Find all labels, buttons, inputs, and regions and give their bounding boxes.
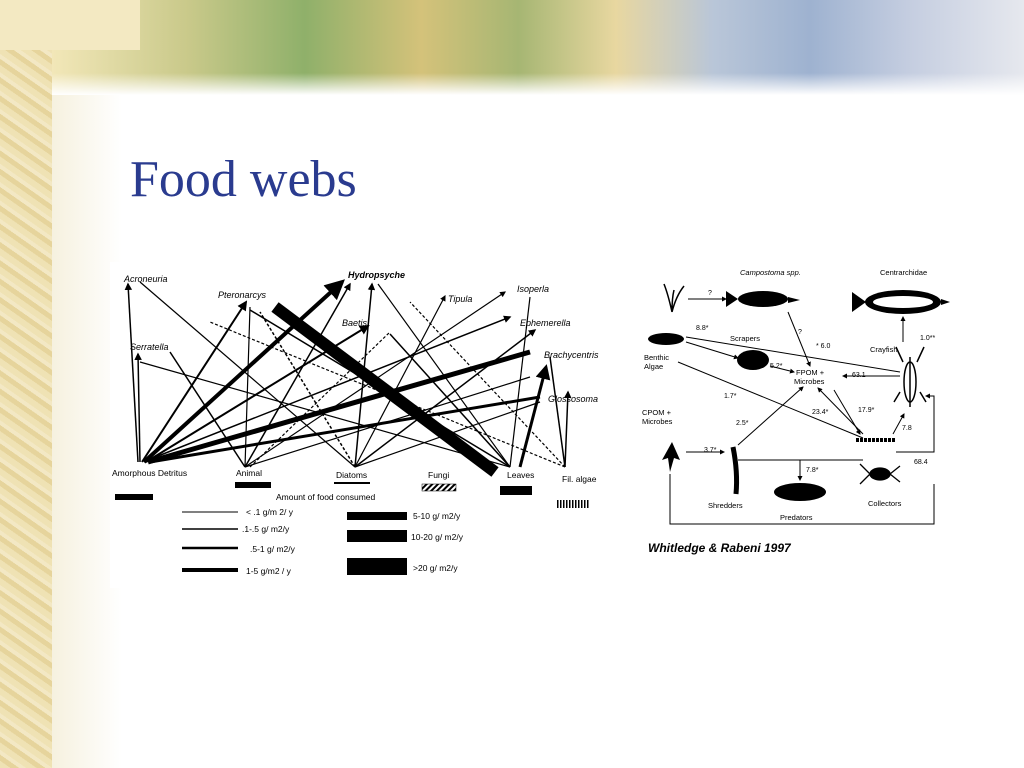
plant-icon (663, 283, 685, 313)
value-6: 63.1 (852, 372, 866, 379)
value-8: 1.7* (724, 393, 737, 400)
label-glossosoma: Glossosoma (548, 394, 598, 404)
label-hydropsyche: Hydropsyche (348, 270, 405, 280)
legend-item-3: .5-1 g/ m2/y (250, 544, 296, 554)
shredder-larva-icon (730, 446, 740, 495)
fish-centrarchidae-icon (852, 290, 950, 314)
value-5: 5.2* (770, 363, 783, 370)
decorative-top-banner (52, 0, 1024, 95)
label-diatoms: Diatoms (336, 470, 367, 480)
fil-algae-bar (557, 500, 589, 508)
label-benthic-algae-2: Algae (644, 362, 663, 371)
label-centrarchidae: Centrarchidae (880, 268, 927, 277)
value-13: 3.7* (704, 447, 717, 454)
fish-campostoma-icon (726, 291, 800, 307)
legend-item-5: 5-10 g/ m2/y (413, 511, 461, 521)
value-15: 68.4 (914, 459, 928, 466)
value-4: * 6.0 (816, 343, 831, 350)
label-benthic-algae-1: Benthic (644, 353, 669, 362)
label-cpom-2: Microbes (642, 417, 673, 426)
label-acroneuria: Acroneuria (123, 274, 168, 284)
flow-arrows (124, 279, 572, 477)
value-1: ? (708, 290, 712, 297)
value-2: 8.8* (696, 325, 709, 332)
label-tipula: Tipula (448, 294, 472, 304)
value-11: 17.9* (858, 407, 875, 414)
label-amorphous-detritus: Amorphous Detritus (112, 468, 187, 478)
leaf-icon (662, 442, 680, 472)
label-leaves: Leaves (507, 470, 534, 480)
crayfish-icon (893, 346, 927, 407)
label-pteronarcys: Pteronarcys (218, 290, 267, 300)
legend-title: Amount of food consumed (276, 492, 376, 502)
label-baetis: Baetis (342, 318, 368, 328)
right-flow-arrows (669, 296, 935, 525)
scraper-snail-icon (737, 350, 769, 370)
label-fpom-2: Microbes (794, 377, 825, 386)
label-fpom-1: FPOM + (796, 368, 825, 377)
label-crayfish: Crayfish (870, 345, 898, 354)
legend-item-2: .1-.5 g/ m2/y (242, 524, 290, 534)
legend-item-1: < .1 g/m 2/ y (246, 507, 294, 517)
citation: Whitledge & Rabeni 1997 (648, 541, 792, 555)
diatoms-bar (334, 482, 370, 484)
label-fungi: Fungi (428, 470, 449, 480)
value-12: 7.8 (902, 425, 912, 432)
leaves-bar (500, 486, 532, 495)
value-10: 23.4* (812, 409, 829, 416)
legend-item-4: 1-5 g/m2 / y (246, 566, 292, 576)
label-brachycentris: Brachycentris (544, 350, 599, 360)
label-animal: Animal (236, 468, 262, 478)
value-9: 2.5* (736, 420, 749, 427)
label-predators: Predators (780, 513, 813, 522)
value-7: 1.0** (920, 335, 935, 342)
label-isoperla: Isoperla (517, 284, 549, 294)
animal-bar (235, 482, 271, 488)
decorative-top-corner (0, 0, 140, 50)
label-campostoma: Campostoma spp. (740, 268, 801, 277)
flow-values: ? 8.8* ? * 6.0 5.2* 63.1 1.0** 1.7* 2.5*… (696, 290, 935, 474)
value-14: 7.8* (806, 467, 819, 474)
label-serratella: Serratella (130, 342, 169, 352)
left-food-web-diagram: Acroneuria Pteronarcys Hydropsyche Tipul… (110, 262, 610, 588)
collector-mayfly-icon (859, 463, 901, 485)
value-3: ? (798, 329, 802, 336)
predator-insect-icon (774, 483, 826, 501)
legend: < .1 g/m 2/ y .1-.5 g/ m2/y .5-1 g/ m2/y… (182, 507, 464, 576)
label-collectors: Collectors (868, 499, 902, 508)
decorative-left-band (0, 0, 52, 768)
label-scrapers: Scrapers (730, 334, 760, 343)
label-cpom-1: CPOM + (642, 408, 672, 417)
detritus-bar (115, 494, 153, 500)
legend-item-7: >20 g/ m2/y (413, 563, 458, 573)
label-fil-algae: Fil. algae (562, 474, 597, 484)
legend-item-6: 10-20 g/ m2/y (411, 532, 464, 542)
benthic-algae-icon (648, 333, 684, 345)
right-food-web-diagram: Campostoma spp. Centrarchidae Benthic Al… (638, 262, 958, 562)
label-shredders: Shredders (708, 501, 743, 510)
label-ephemerella: Ephemerella (520, 318, 571, 328)
fungi-bar (421, 483, 457, 492)
slide-title: Food webs (130, 151, 357, 208)
